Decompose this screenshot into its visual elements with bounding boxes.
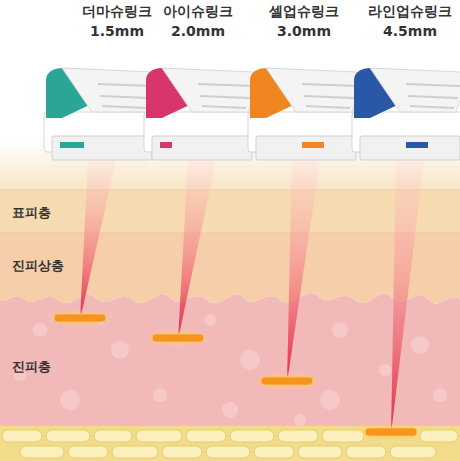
depth-value: 4.5mm bbox=[383, 23, 437, 39]
cartridge-name: 아이슈링크 bbox=[163, 3, 233, 21]
layer-label: 진피층 bbox=[12, 358, 51, 376]
depth-value: 3.0mm bbox=[277, 23, 331, 39]
cartridge-name: 셀업슈링크 bbox=[269, 3, 339, 21]
depth-value: 2.0mm bbox=[171, 23, 225, 39]
cartridge-name: 더마슈링크 bbox=[82, 3, 152, 21]
layer-label: 표피층 bbox=[12, 204, 51, 222]
skin-layer-band: 표피층 bbox=[0, 192, 460, 232]
cartridge-name: 라인업슈링크 bbox=[368, 3, 452, 21]
skin-layer-band: 진피상층 bbox=[0, 235, 460, 293]
depth-value: 1.5mm bbox=[90, 23, 144, 39]
layer-label: 진피상층 bbox=[12, 257, 64, 275]
skin-layer-band: 진피층 bbox=[0, 308, 460, 424]
